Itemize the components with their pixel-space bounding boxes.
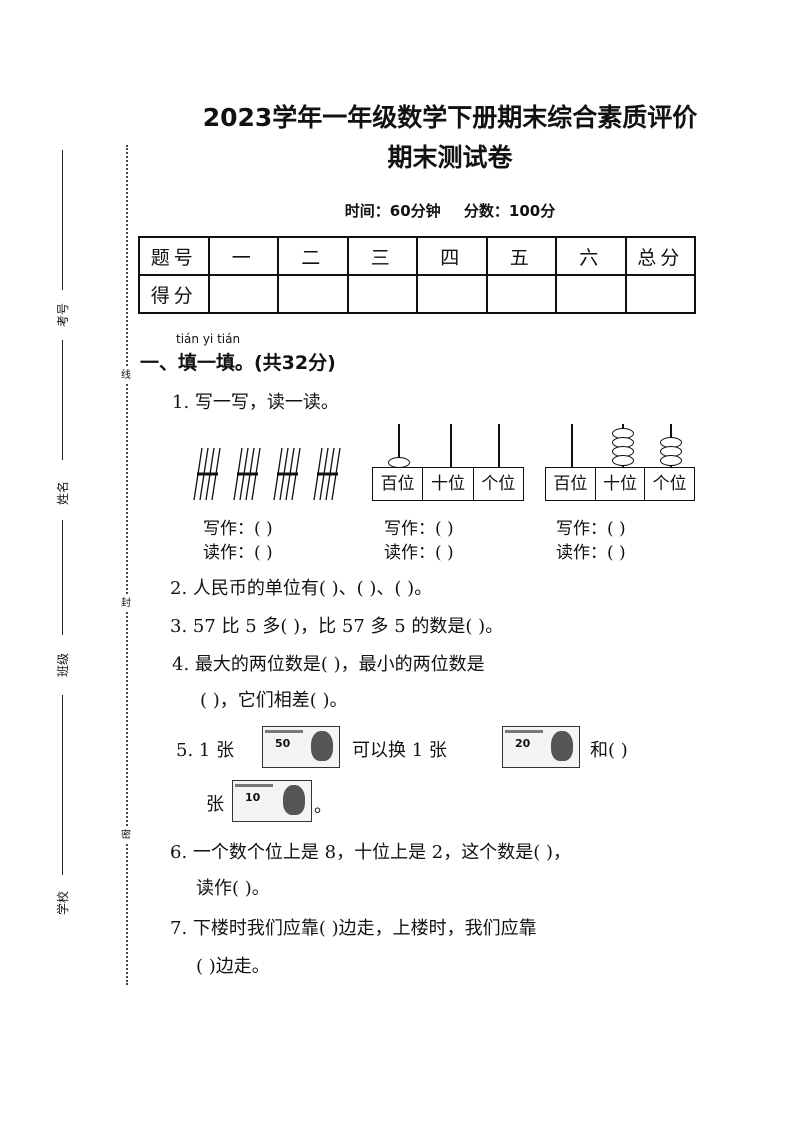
- score-input-cell[interactable]: [416, 274, 488, 314]
- score-row-label: 得分: [138, 274, 210, 314]
- question-5-unit: 张: [206, 794, 224, 815]
- stick-bundle: [193, 447, 341, 501]
- question-6-line2: 读作( )。: [196, 878, 270, 899]
- banknote-strip: [505, 730, 543, 733]
- cut-mark-seal: 封: [118, 596, 134, 612]
- score-cell: 题号: [138, 236, 210, 276]
- score-input-cell[interactable]: [485, 274, 557, 314]
- question-4-line1: 4. 最大的两位数是( )，最小的两位数是: [172, 654, 485, 675]
- banknote-20: 20: [502, 726, 580, 768]
- score-input-cell[interactable]: [207, 274, 279, 314]
- banknote-strip: [235, 784, 273, 787]
- cut-mark-secret: 密: [118, 828, 134, 844]
- question-7-line2: ( )边走。: [196, 956, 270, 977]
- abacus-place-labels: 百位 十位 个位: [372, 467, 524, 501]
- q1-write-3[interactable]: 写作：( ): [556, 519, 626, 539]
- name-line-top: [62, 340, 63, 460]
- class-label: 班级: [56, 653, 70, 678]
- score-cell: 一: [207, 236, 279, 276]
- score-cell: 六: [555, 236, 627, 276]
- abacus-rod: [498, 424, 500, 468]
- abacus-rod: [398, 424, 400, 468]
- banknote-value: 10: [245, 791, 261, 804]
- score-cell: 总分: [624, 236, 696, 276]
- portrait-icon: [283, 785, 305, 815]
- exam-number-line: [62, 150, 63, 290]
- stick-bundles-image: [193, 447, 341, 501]
- place-hundreds: 百位: [373, 468, 424, 500]
- score-cell: 五: [485, 236, 557, 276]
- banknote-value: 20: [515, 737, 531, 750]
- q1-read-1[interactable]: 读作：( ): [203, 543, 273, 563]
- place-tens: 十位: [596, 468, 646, 500]
- exam-score: 分数：100分: [463, 202, 556, 220]
- abacus-bead: [612, 455, 634, 466]
- school-line-top: [62, 695, 63, 875]
- exam-meta: 时间：60分钟 分数：100分: [170, 200, 730, 221]
- exam-time: 时间：60分钟: [344, 202, 441, 220]
- exam-number-label: 考号: [56, 303, 70, 328]
- q1-read-3[interactable]: 读作：( ): [556, 543, 626, 563]
- question-1: 1. 写一写，读一读。: [172, 392, 339, 413]
- question-7-line1: 7. 下楼时我们应靠( )边走，上楼时，我们应靠: [170, 918, 537, 939]
- q1-write-1[interactable]: 写作：( ): [203, 519, 273, 539]
- place-tens: 十位: [423, 468, 474, 500]
- portrait-icon: [551, 731, 573, 761]
- question-5-end: 。: [314, 796, 332, 817]
- banknote-strip: [265, 730, 303, 733]
- score-input-cell[interactable]: [277, 274, 349, 314]
- question-5-middle: 可以换 1 张: [352, 740, 447, 761]
- place-hundreds: 百位: [546, 468, 596, 500]
- score-table-header-row: 题号 一 二 三 四 五 六 总分: [138, 236, 696, 276]
- score-input-cell[interactable]: [624, 274, 696, 314]
- abacus-place-labels: 百位 十位 个位: [545, 467, 695, 501]
- question-6-line1: 6. 一个数个位上是 8，十位上是 2，这个数是( )，: [170, 842, 572, 863]
- portrait-icon: [311, 731, 333, 761]
- section-title: 一、填一填。(共32分): [140, 352, 336, 374]
- score-table: 题号 一 二 三 四 五 六 总分 得分: [138, 236, 696, 314]
- q1-read-2[interactable]: 读作：( ): [384, 543, 454, 563]
- score-input-cell[interactable]: [555, 274, 627, 314]
- question-3: 3. 57 比 5 多( )，比 57 多 5 的数是( )。: [170, 616, 504, 637]
- question-2: 2. 人民币的单位有( )、( )、( )。: [170, 578, 433, 599]
- score-input-cell[interactable]: [346, 274, 418, 314]
- section-pinyin: tián yi tián: [176, 332, 241, 346]
- banknote-10: 10: [232, 780, 312, 822]
- cut-mark-line: 线: [118, 368, 134, 384]
- place-ones: 个位: [652, 474, 687, 494]
- question-5-and: 和( ): [590, 740, 628, 761]
- seal-dotted-line: [126, 145, 128, 985]
- place-ones: 个位: [481, 474, 516, 494]
- page-title: 2023学年一年级数学下册期末综合素质评价: [202, 103, 698, 132]
- score-cell: 三: [346, 236, 418, 276]
- question-5-start: 5. 1 张: [176, 740, 235, 761]
- score-cell: 四: [416, 236, 488, 276]
- question-4-line2: ( )，它们相差( )。: [200, 690, 348, 711]
- page-subtitle: 期末测试卷: [387, 143, 513, 172]
- school-label: 学校: [56, 891, 70, 916]
- abacus-rod: [450, 424, 452, 468]
- abacus-bead: [660, 455, 682, 466]
- class-line-top: [62, 520, 63, 635]
- banknote-50: 50: [262, 726, 340, 768]
- score-table-score-row: 得分: [138, 274, 696, 314]
- q1-write-2[interactable]: 写作：( ): [384, 519, 454, 539]
- banknote-value: 50: [275, 737, 291, 750]
- name-label: 姓名: [56, 481, 70, 506]
- score-cell: 二: [277, 236, 349, 276]
- abacus-rod: [571, 424, 573, 468]
